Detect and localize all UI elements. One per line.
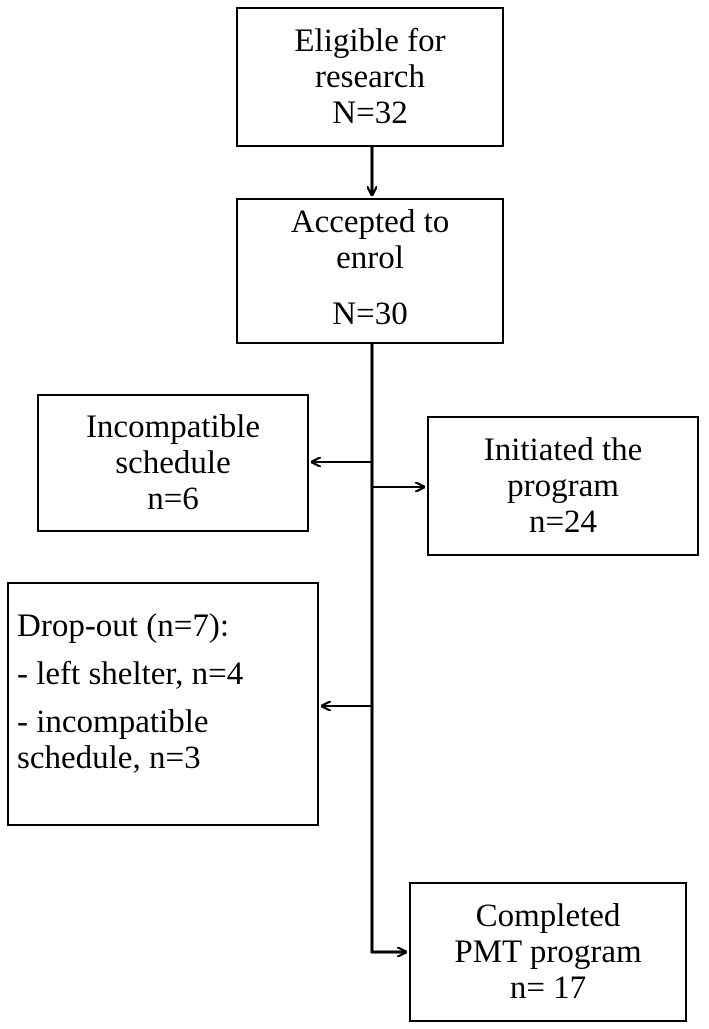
incompatible-line-1: Incompatible <box>85 409 261 445</box>
initiated-count: n=24 <box>528 504 598 540</box>
accepted-count: N=30 <box>332 296 408 332</box>
initiated-line-1: Initiated the <box>483 432 643 468</box>
accepted-line-2: enrol <box>336 240 404 276</box>
completed-box: Completed PMT program n= 17 <box>409 882 687 1022</box>
accepted-box: Accepted to enrol N=30 <box>236 198 504 344</box>
incompatible-line-2: schedule <box>115 445 231 481</box>
dropout-box: Drop-out (n=7): - left shelter, n=4 - in… <box>7 582 319 826</box>
eligible-count: N=32 <box>332 95 408 131</box>
initiated-program-box: Initiated the program n=24 <box>427 416 699 556</box>
eligible-line-2: research <box>315 59 425 95</box>
dropout-item-left-shelter: - left shelter, n=4 <box>17 656 244 692</box>
eligible-box: Eligible for research N=32 <box>236 7 504 147</box>
dropout-heading: Drop-out (n=7): <box>17 608 229 644</box>
incompatible-schedule-box: Incompatible schedule n=6 <box>37 394 309 532</box>
dropout-item-incompatible-line-1: - incompatible <box>17 704 209 740</box>
dropout-item-incompatible-line-2: schedule, n=3 <box>17 740 201 776</box>
eligible-line-1: Eligible for <box>294 23 446 59</box>
completed-count: n= 17 <box>509 970 587 1006</box>
incompatible-count: n=6 <box>147 481 199 517</box>
completed-line-1: Completed <box>475 898 621 934</box>
completed-line-2: PMT program <box>454 934 642 970</box>
accepted-line-1: Accepted to <box>290 204 450 240</box>
initiated-line-2: program <box>507 468 619 504</box>
